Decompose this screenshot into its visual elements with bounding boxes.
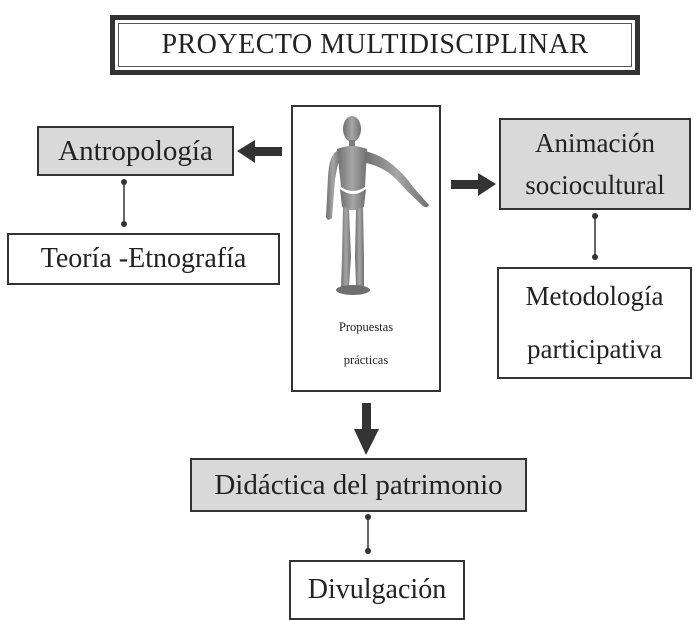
dot-connector-icon: [121, 179, 127, 227]
mannequin-figure-icon: [326, 116, 429, 295]
node-animacion-sociocultural: Animación sociocultural: [499, 118, 691, 210]
node-divulgacion-label: Divulgación: [307, 574, 447, 605]
title-text: PROYECTO MULTIDISCIPLINAR: [161, 29, 589, 60]
node-metodologia-line-1: Metodología: [525, 281, 664, 311]
dot-connector-icon: [365, 514, 371, 554]
center-caption-line-1: Propuestas: [338, 320, 394, 334]
node-didactica-label: Didáctica del patrimonio: [214, 468, 503, 501]
node-animacion-line-1: Animación: [535, 128, 655, 158]
node-metodologia-line-2: participativa: [527, 334, 662, 364]
title-inner-border: [118, 23, 632, 67]
node-antropologia: Antropología: [37, 126, 234, 176]
node-metodologia-participativa: Metodología participativa: [497, 267, 692, 379]
node-didactica-patrimonio: Didáctica del patrimonio: [190, 458, 527, 512]
center-caption-line-2: prácticas: [343, 353, 389, 367]
node-antropologia-label: Antropología: [58, 134, 213, 167]
node-propuestas-practicas: Propuestas prácticas: [291, 105, 441, 392]
arrow-down-icon: [354, 403, 379, 455]
node-teoria-label: Teoría -Etnografía: [40, 243, 247, 274]
node-animacion-line-2: sociocultural: [525, 170, 665, 200]
arrow-right-icon: [451, 173, 496, 196]
arrow-left-icon: [237, 140, 282, 163]
diagram-title: PROYECTO MULTIDISCIPLINAR: [110, 15, 640, 75]
dot-connector-icon: [592, 213, 598, 260]
node-divulgacion: Divulgación: [289, 560, 465, 620]
node-teoria-etnografia: Teoría -Etnografía: [7, 233, 280, 285]
